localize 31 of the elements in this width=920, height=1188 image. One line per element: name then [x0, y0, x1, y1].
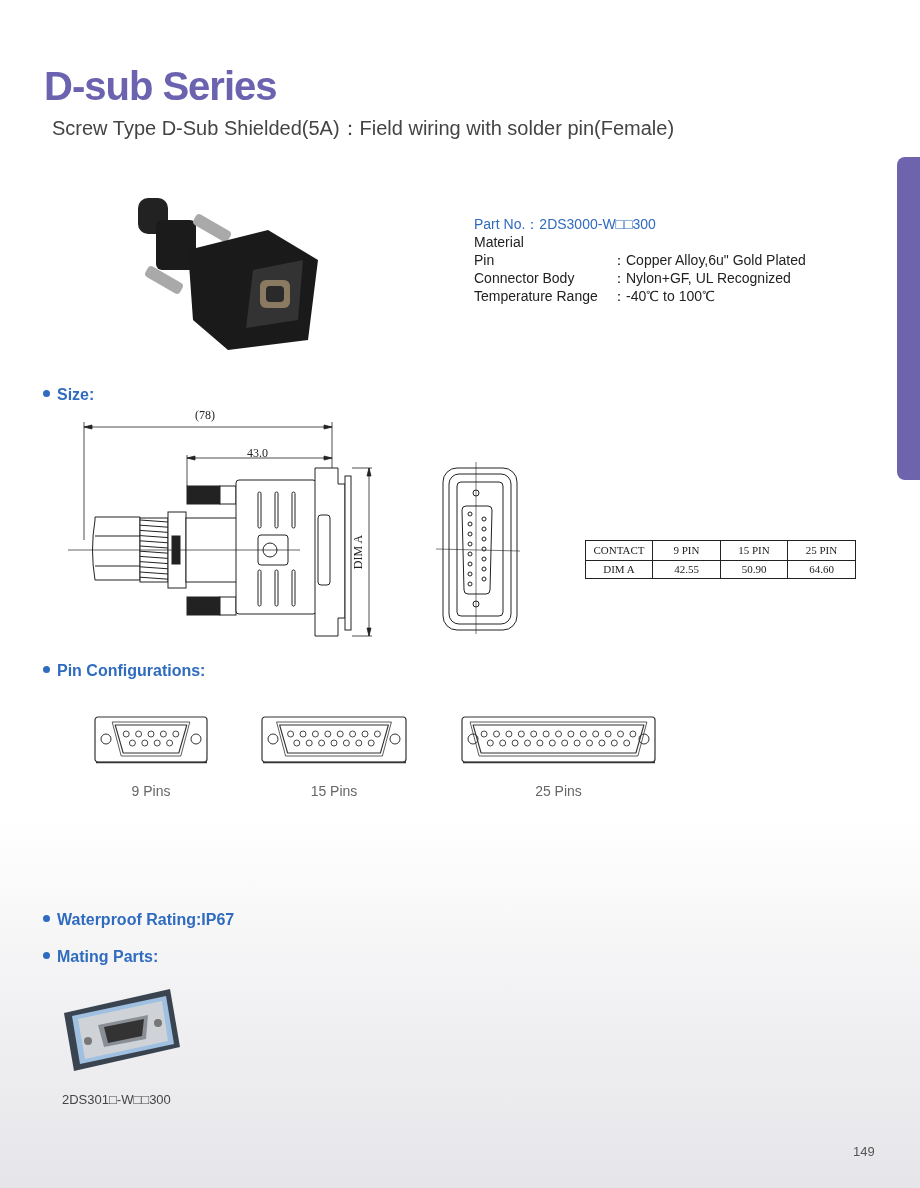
table-cell: 9 PIN — [653, 541, 721, 561]
dimension-label: 43.0 — [247, 445, 268, 462]
section-heading: Size: — [57, 385, 95, 405]
side-tab — [897, 157, 920, 480]
section-heading: Waterproof Rating:IP67 — [57, 910, 235, 930]
title: D-sub Series — [44, 63, 277, 110]
caption: 15 Pins — [309, 782, 359, 801]
table-cell: 42.55 — [653, 561, 721, 579]
spec-value: ：Nylon+GF, UL Recognized — [612, 269, 791, 287]
spec-value: ：-40℃ to 100℃ — [612, 287, 716, 305]
spec-label: Pin — [474, 251, 496, 269]
dimension-label: DIM A — [350, 533, 366, 572]
caption: 9 Pins — [130, 782, 172, 801]
section-heading: Pin Configurations: — [57, 661, 206, 681]
table-cell: 50.90 — [721, 561, 788, 579]
table-cell: 64.60 — [788, 561, 856, 579]
spec-value: ：Copper Alloy,6u" Gold Plated — [612, 251, 806, 269]
caption: 25 Pins — [534, 782, 583, 801]
part-number: 2DS301□-W□□300 — [62, 1091, 171, 1109]
dimension-label: (78) — [195, 407, 215, 424]
spec-label: Connector Body — [474, 269, 576, 287]
subtitle: Screw Type D-Sub Shielded(5A)：Field wiring with solder pin(Female) — [52, 116, 675, 141]
table-cell: CONTACT — [586, 541, 653, 561]
table-cell: 15 PIN — [721, 541, 788, 561]
table-cell: 25 PIN — [788, 541, 856, 561]
section-heading: Mating Parts: — [57, 947, 159, 967]
spec-label: Temperature Range — [474, 287, 599, 305]
table-cell: DIM A — [586, 561, 653, 579]
part-number: Part No.：2DS3000-W□□300 — [474, 215, 657, 233]
spec-label: Material — [474, 233, 525, 251]
page-number: 149 — [853, 1143, 875, 1161]
